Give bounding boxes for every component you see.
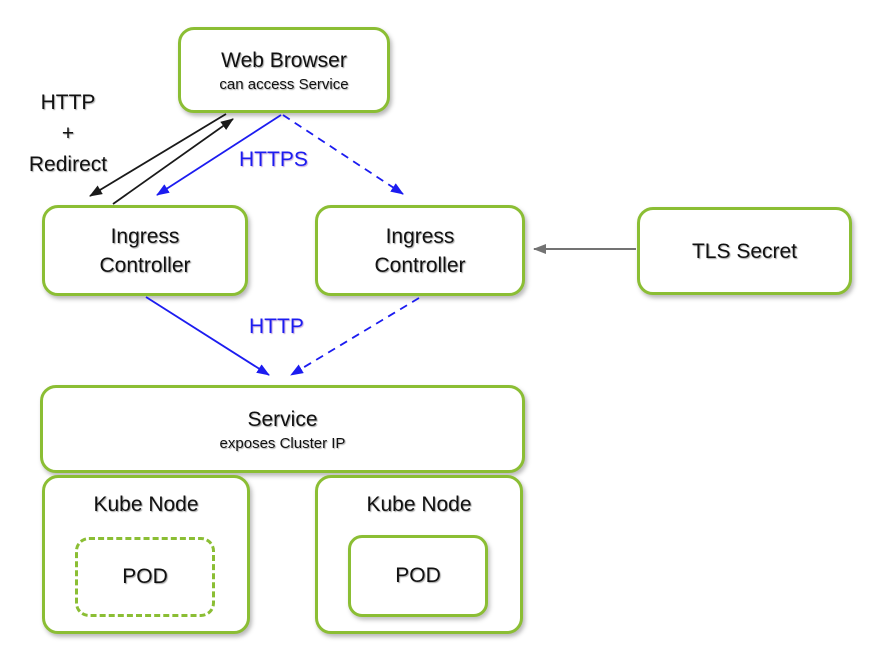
http-redirect-line3: Redirect bbox=[28, 153, 108, 176]
web-browser-node: Web Browser can access Service bbox=[178, 27, 390, 113]
service-subtitle: exposes Cluster IP bbox=[219, 434, 346, 452]
web-browser-title: Web Browser bbox=[221, 48, 347, 72]
http-plus-redirect-label: HTTP + Redirect bbox=[8, 87, 128, 180]
https-label: HTTPS bbox=[239, 148, 308, 171]
arrow-ingress-right-to-service-blue-dashed bbox=[290, 297, 420, 376]
ingress-left-title-line2: Controller bbox=[99, 253, 191, 277]
ingress-controller-right-node: Ingress Controller bbox=[315, 205, 525, 296]
http-label: HTTP bbox=[249, 315, 304, 338]
http-redirect-line2: + bbox=[61, 122, 75, 145]
ingress-right-title-line2: Controller bbox=[374, 253, 466, 277]
ingress-right-title-line1: Ingress bbox=[385, 224, 455, 248]
pod-right-node: POD bbox=[348, 535, 488, 617]
kube-node-left-title: Kube Node bbox=[93, 493, 199, 516]
kube-node-right-title: Kube Node bbox=[366, 493, 472, 516]
web-browser-subtitle: can access Service bbox=[219, 75, 349, 93]
arrow-ingress-left-to-browser-black bbox=[112, 118, 234, 205]
tls-secret-node: TLS Secret bbox=[637, 207, 852, 295]
pod-right-label: POD bbox=[395, 564, 441, 587]
service-node: Service exposes Cluster IP bbox=[40, 385, 525, 473]
ingress-controller-left-node: Ingress Controller bbox=[42, 205, 248, 296]
http-redirect-line1: HTTP bbox=[40, 91, 96, 114]
ingress-left-title-line1: Ingress bbox=[110, 224, 180, 248]
service-title: Service bbox=[247, 407, 318, 431]
tls-secret-title: TLS Secret bbox=[691, 239, 798, 263]
pod-left-node: POD bbox=[75, 537, 215, 617]
pod-left-label: POD bbox=[122, 565, 168, 588]
